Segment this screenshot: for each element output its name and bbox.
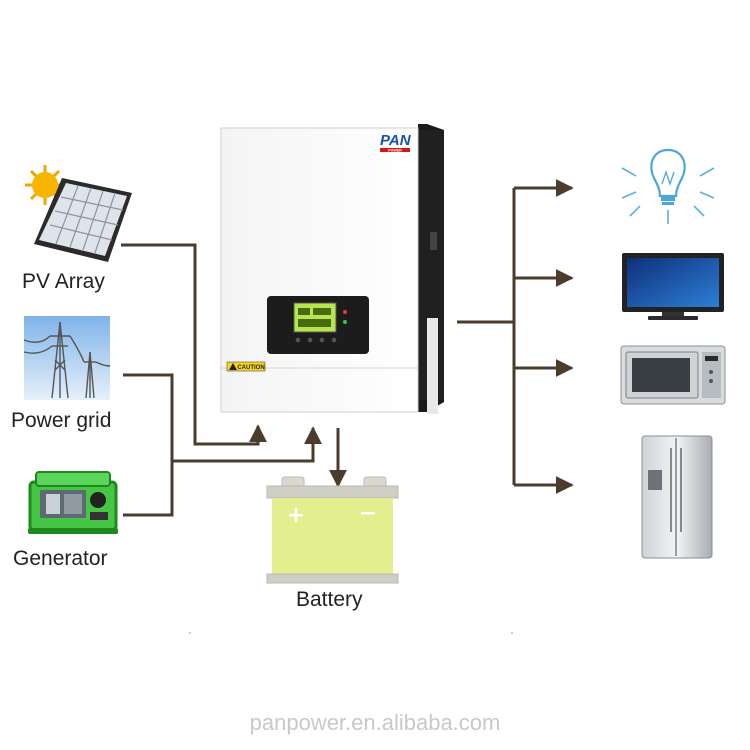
power-grid-label: Power grid bbox=[11, 409, 112, 432]
generator-icon bbox=[28, 471, 118, 534]
generator-label: Generator bbox=[13, 547, 108, 570]
microwave-icon bbox=[620, 345, 726, 405]
caution-text: CAUTION bbox=[237, 365, 264, 371]
brand-sub: POWER bbox=[388, 149, 402, 153]
television-icon bbox=[622, 253, 724, 320]
grid-generator-bus bbox=[123, 373, 174, 517]
spec-label bbox=[427, 318, 438, 414]
refrigerator-icon bbox=[641, 435, 713, 559]
watermark: panpower.en.alibaba.com bbox=[249, 710, 501, 735]
battery-minus: − bbox=[359, 501, 377, 526]
pv-array-icon bbox=[25, 165, 132, 262]
pv-to-inverter-line bbox=[121, 243, 267, 446]
display-panel bbox=[267, 296, 369, 354]
sun-icon bbox=[25, 165, 65, 205]
connection-lines bbox=[121, 179, 574, 517]
battery-plus: + bbox=[287, 503, 305, 528]
battery-icon: + − bbox=[266, 476, 399, 584]
lcd-screen bbox=[293, 302, 337, 333]
brand-logo: PAN bbox=[380, 132, 412, 149]
battery-label: Battery bbox=[296, 588, 363, 611]
light-bulb-icon bbox=[621, 148, 715, 224]
power-grid-icon bbox=[23, 316, 111, 400]
caution-sticker bbox=[226, 361, 266, 372]
grid-to-inverter-line bbox=[172, 426, 322, 463]
pv-array-label: PV Array bbox=[22, 270, 105, 293]
inverter-unit: CAUTION PAN POWER bbox=[220, 124, 444, 414]
solar-panel-icon bbox=[34, 178, 132, 262]
